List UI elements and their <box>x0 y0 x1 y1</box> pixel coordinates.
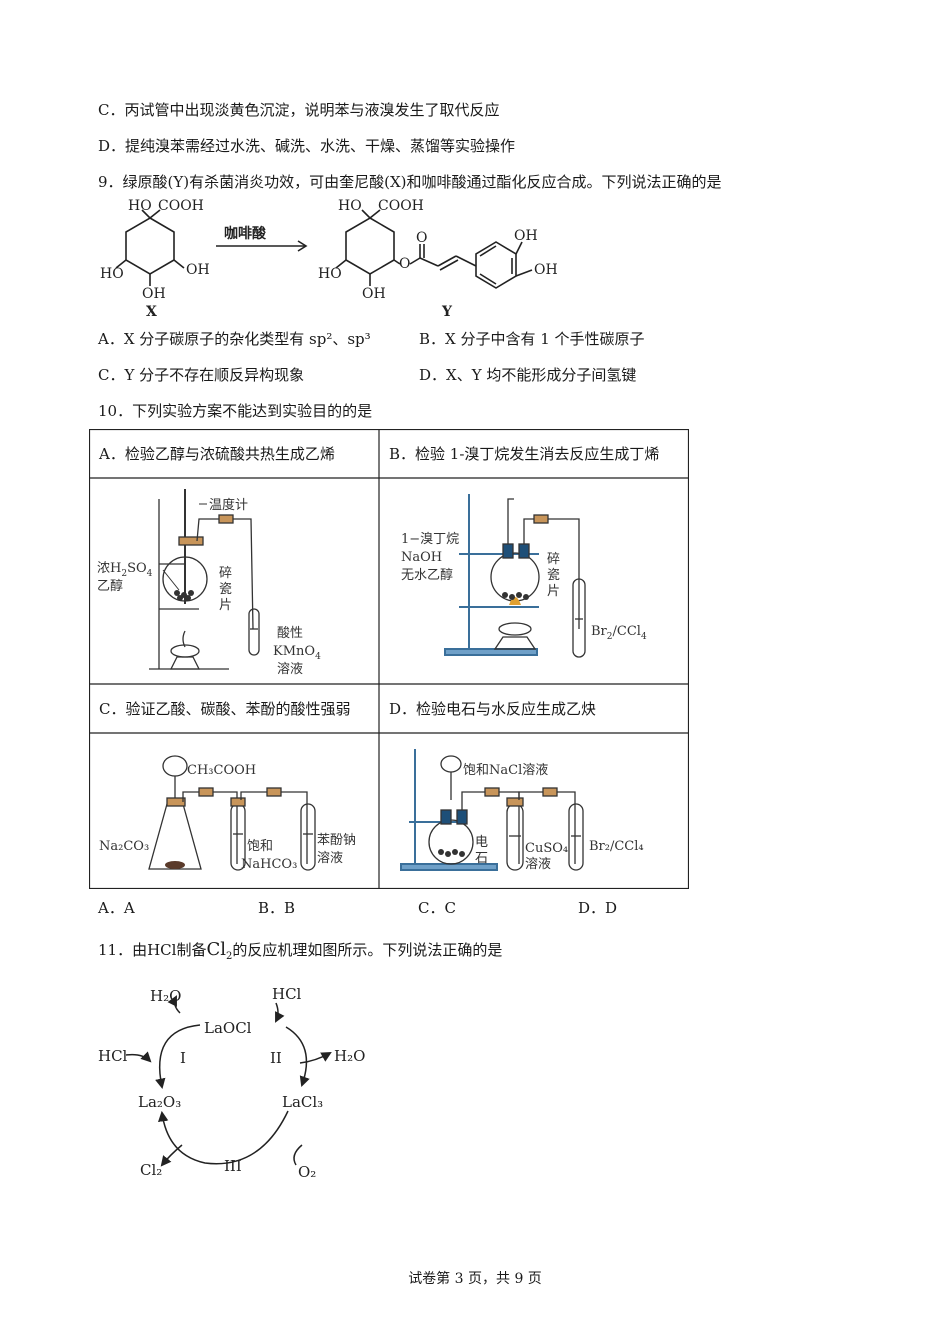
label-chips-1: 碎 <box>219 566 232 581</box>
mech-step-i: I <box>180 1049 186 1067</box>
label-chips-3: 片 <box>219 598 232 613</box>
q11-stem-c: 的反应机理如图所示。下列说法正确的是 <box>232 941 503 959</box>
q9-stem: 9．绿原酸(Y)有杀菌消炎功效，可由奎尼酸(X)和咖啡酸通过酯化反应合成。下列说… <box>98 173 722 191</box>
label-br2-ccl4-d: Br₂/CCl₄ <box>589 839 644 854</box>
y-cooh: COOH <box>378 198 424 214</box>
label-ch3cooh: CH₃COOH <box>187 763 256 778</box>
apparatus-a: 温度计 浓H2SO4 乙醇 碎 瓷 片 酸性 KMnO4 溶液 <box>97 489 321 677</box>
mech-la2o3: La₂O₃ <box>138 1093 181 1111</box>
q11-stem: 11．由HCl制备Cl2的反应机理如图所示。下列说法正确的是 <box>98 940 502 967</box>
x-oh-right: OH <box>186 262 210 278</box>
label-kmno4-1: 酸性 <box>277 626 303 641</box>
label-nahco3: NaHCO₃ <box>241 857 297 872</box>
apparatus-b: 1−溴丁烷 NaOH 无水乙醇 碎 瓷 片 Br2/CCl4 <box>401 494 647 658</box>
apparatus-c: CH₃COOH Na₂CO₃ 饱和 NaHCO₃ 苯酚钠 溶液 <box>99 755 356 872</box>
y-ester-o: O <box>399 256 410 272</box>
q9-reaction-scheme: HO COOH HO OH OH X 咖啡酸 HO COOH HO OH O O… <box>100 198 558 320</box>
br-b-sub2: 4 <box>641 632 647 642</box>
label-saturated: 饱和 <box>247 839 273 854</box>
label-chips-b2: 瓷 <box>547 568 560 583</box>
label-naoh: NaOH <box>401 550 442 565</box>
label-y: Y <box>441 304 453 320</box>
label-cuso4: CuSO₄ <box>525 841 568 856</box>
mech-h2o-b: H₂O <box>334 1047 365 1065</box>
q10-table: A．检验乙醇与浓硫酸共热生成乙烯 B．检验 1-溴丁烷发生消去反应生成丁烯 C．… <box>89 429 689 889</box>
y-ho-left: HO <box>318 266 342 282</box>
label-kmno4-2: KMnO4 <box>273 644 321 662</box>
label-cuso4-soln: 溶液 <box>525 857 551 872</box>
y-ho-top: HO <box>338 198 362 214</box>
q8-option-c: C．丙试管中出现淡黄色沉淀，说明苯与液溴发生了取代反应 <box>98 101 500 119</box>
q11-stem-cl: Cl <box>206 939 226 960</box>
label-sat-nacl: 饱和NaCl溶液 <box>463 763 548 778</box>
mech-step-iii: III <box>224 1157 242 1175</box>
label-chips-b3: 片 <box>547 584 560 599</box>
label-chips-2: 瓷 <box>219 582 232 597</box>
acid-sub1: 2 <box>121 569 127 579</box>
q11-stem-a: 11．由 <box>98 941 148 959</box>
q9-option-a: A．X 分子碳原子的杂化类型有 sp²、sp³ <box>98 330 371 348</box>
kmno4-part: KMnO <box>273 644 315 659</box>
label-na2co3: Na₂CO₃ <box>99 839 149 854</box>
mech-hcl-left: HCl <box>98 1047 128 1065</box>
reagent-label: 咖啡酸 <box>224 225 267 242</box>
label-phenolate-2: 溶液 <box>317 851 343 866</box>
x-ho-top: HO <box>128 198 152 214</box>
table-grid <box>89 429 689 889</box>
acid-part-a: 浓H <box>97 561 121 576</box>
x-cooh: COOH <box>158 198 204 214</box>
q8-option-d: D．提纯溴苯需经过水洗、碱洗、水洗、干燥、蒸馏等实验操作 <box>98 137 516 155</box>
label-carbide-1: 电 <box>475 835 488 850</box>
label-kmno4-3: 溶液 <box>277 662 303 677</box>
apparatus-d: 饱和NaCl溶液 电 石 CuSO₄ 溶液 Br₂/CCl₄ <box>400 749 644 872</box>
q11-stem-sub: 2 <box>226 951 233 962</box>
mech-o2: O₂ <box>298 1163 316 1181</box>
q9-option-b: B．X 分子中含有 1 个手性碳原子 <box>419 330 645 348</box>
page-footer: 试卷第 3 页，共 9 页 <box>408 1271 542 1287</box>
label-thermometer: 温度计 <box>209 497 248 513</box>
br-b-sub1: 2 <box>607 632 613 642</box>
br-b-part2: /CCl <box>613 624 641 639</box>
label-anhydrous-ethanol: 无水乙醇 <box>401 567 453 583</box>
cell-b-title: B．检验 1-溴丁烷发生消去反应生成丁烯 <box>389 445 660 463</box>
label-conc-h2so4: 浓H2SO4 <box>97 561 153 579</box>
mech-laocl: LaOCl <box>204 1019 252 1037</box>
label-ethanol: 乙醇 <box>97 578 123 594</box>
mech-hcl-top: HCl <box>272 985 302 1003</box>
y-oh-right: OH <box>534 262 558 278</box>
q10-option-c: C．C <box>418 899 456 917</box>
x-oh-bottom: OH <box>142 286 166 302</box>
label-br2-ccl4-b: Br2/CCl4 <box>591 624 647 642</box>
y-carbonyl-o: O <box>416 230 427 246</box>
q10-option-d: D．D <box>578 899 618 917</box>
label-bromobutane: 1−溴丁烷 <box>401 532 459 547</box>
kmno4-sub: 4 <box>315 652 321 662</box>
label-x: X <box>146 304 157 320</box>
q10-option-b: B．B <box>258 899 296 917</box>
mech-cl2: Cl₂ <box>140 1161 162 1179</box>
x-ho-left: HO <box>100 266 124 282</box>
q11-mechanism-cycle: H₂O HCl LaOCl HCl I II H₂O La₂O₃ LaCl₃ I… <box>98 985 365 1181</box>
mech-lacl3: LaCl₃ <box>282 1093 323 1111</box>
cell-d-title: D．检验电石与水反应生成乙炔 <box>389 700 597 718</box>
acid-part-b: SO <box>127 561 147 576</box>
q9-option-d: D．X、Y 均不能形成分子间氢键 <box>419 366 637 384</box>
q11-stem-b: 制备 <box>176 941 207 959</box>
mech-h2o-a: H₂O <box>150 987 181 1005</box>
cell-a-title: A．检验乙醇与浓硫酸共热生成乙烯 <box>99 445 335 463</box>
q10-option-a: A．A <box>98 899 135 917</box>
label-phenolate-1: 苯酚钠 <box>317 833 356 848</box>
q9-option-c: C．Y 分子不存在顺反异构现象 <box>98 366 305 384</box>
acid-sub2: 4 <box>147 569 153 579</box>
mech-step-ii: II <box>270 1049 282 1067</box>
q11-stem-hcl: HCl <box>147 941 177 959</box>
br-b-part1: Br <box>591 624 608 639</box>
y-oh-bottom: OH <box>362 286 386 302</box>
q10-stem: 10．下列实验方案不能达到实验目的的是 <box>98 402 373 420</box>
cell-c-title: C．验证乙酸、碳酸、苯酚的酸性强弱 <box>99 700 351 718</box>
y-oh-top: OH <box>514 228 538 244</box>
label-carbide-2: 石 <box>475 851 488 866</box>
label-chips-b1: 碎 <box>547 552 560 567</box>
